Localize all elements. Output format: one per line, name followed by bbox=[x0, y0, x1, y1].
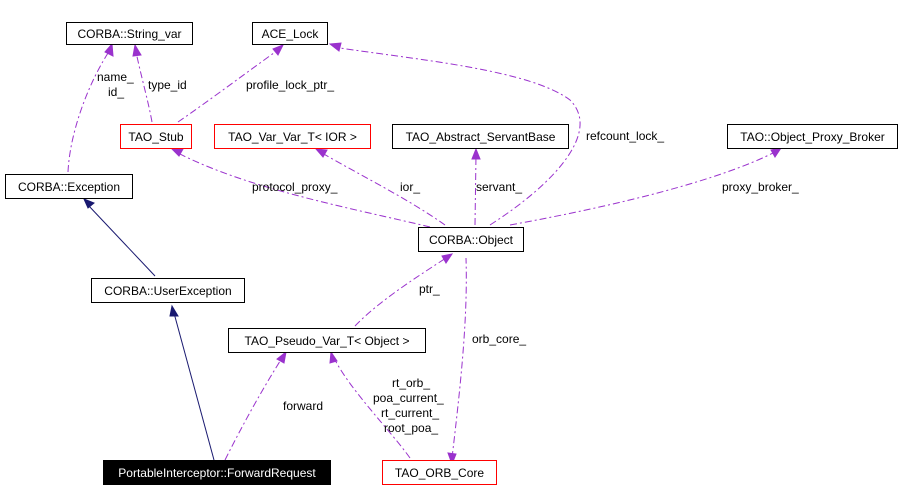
edge-stub-to-stringvar bbox=[135, 51, 153, 123]
edge-label-ior: ior_ bbox=[400, 180, 420, 194]
node-label: TAO_Stub bbox=[128, 130, 183, 144]
edge-label-ptr: ptr_ bbox=[419, 282, 440, 296]
edge-orbcore-to-pseudovar bbox=[333, 357, 411, 459]
edge-userexception-to-exception bbox=[87, 204, 156, 277]
node-label: TAO::Object_Proxy_Broker bbox=[740, 130, 885, 144]
node-corba-object[interactable]: CORBA::Object bbox=[418, 227, 524, 252]
node-box bbox=[66, 22, 193, 45]
edge-forwardrequest-to-pseudovar bbox=[224, 357, 283, 461]
edge-object-to-stub bbox=[177, 152, 431, 228]
node-box bbox=[418, 227, 524, 252]
node-ace-lock[interactable]: ACE_Lock bbox=[252, 22, 328, 45]
node-tao-var-var-ior[interactable]: TAO_Var_Var_T< IOR > bbox=[214, 124, 371, 149]
node-tao-stub[interactable]: TAO_Stub bbox=[120, 124, 192, 149]
node-tao-pseudo-var-object[interactable]: TAO_Pseudo_Var_T< Object > bbox=[228, 328, 426, 353]
node-box bbox=[727, 124, 898, 149]
edge-label-profile-lock-ptr: profile_lock_ptr_ bbox=[246, 78, 334, 92]
nodes: CORBA::String_var ACE_Lock TAO_Stub TAO_… bbox=[5, 22, 898, 485]
node-label: CORBA::UserException bbox=[104, 284, 231, 298]
arrowhead-uses bbox=[770, 147, 783, 158]
arrowhead-uses bbox=[272, 44, 285, 56]
node-label: TAO_Abstract_ServantBase bbox=[406, 130, 556, 144]
node-label: ACE_Lock bbox=[262, 27, 320, 41]
edge-label-name: name_ bbox=[97, 70, 134, 84]
node-label: CORBA::String_var bbox=[77, 27, 181, 41]
node-box bbox=[392, 124, 569, 149]
edge-stub-to-acelock bbox=[177, 49, 279, 123]
node-corba-userexception[interactable]: CORBA::UserException bbox=[91, 278, 245, 303]
node-box bbox=[214, 124, 371, 149]
node-label: TAO_ORB_Core bbox=[395, 466, 484, 480]
edge-exception-to-stringvar bbox=[67, 49, 111, 173]
edge-label-id: id_ bbox=[108, 85, 124, 99]
node-label: TAO_Var_Var_T< IOR > bbox=[228, 130, 357, 144]
edge-label-servant: servant_ bbox=[476, 180, 522, 194]
edge-label-rt-orb: rt_orb_ bbox=[392, 376, 430, 390]
node-corba-exception[interactable]: CORBA::Exception bbox=[5, 174, 133, 199]
edge-label-poa-current: poa_current_ bbox=[373, 391, 444, 405]
arrowhead-uses bbox=[447, 452, 457, 466]
arrowhead-inherit bbox=[83, 198, 95, 209]
node-label: PortableInterceptor::ForwardRequest bbox=[118, 466, 316, 480]
arrowhead-uses bbox=[441, 253, 454, 264]
edge-label-root-poa: root_poa_ bbox=[384, 421, 438, 435]
edge-label-protocol-proxy: protocol_proxy_ bbox=[252, 180, 338, 194]
edge-labels: name_ id_ type_id profile_lock_ptr_ refc… bbox=[97, 70, 799, 435]
edge-object-to-acelock bbox=[339, 47, 581, 226]
edge-forwardrequest-to-userexception bbox=[173, 312, 215, 461]
node-tao-object-proxy-broker[interactable]: TAO::Object_Proxy_Broker bbox=[727, 124, 898, 149]
arrowhead-inherit bbox=[169, 304, 179, 317]
edge-object-to-proxybroker bbox=[509, 151, 776, 226]
edge-object-to-servant bbox=[474, 154, 477, 226]
node-box bbox=[103, 460, 331, 485]
node-label: CORBA::Object bbox=[429, 233, 514, 247]
node-tao-orb-core[interactable]: TAO_ORB_Core bbox=[382, 460, 497, 485]
edge-label-forward: forward bbox=[283, 399, 323, 413]
edge-label-orb-core: orb_core_ bbox=[472, 332, 526, 346]
edge-label-proxy-broker: proxy_broker_ bbox=[722, 180, 799, 194]
arrowhead-uses bbox=[276, 350, 287, 364]
arrowhead-uses bbox=[132, 43, 142, 57]
edge-label-refcount-lock: refcount_lock_ bbox=[586, 129, 664, 143]
arrowhead-uses bbox=[328, 42, 342, 52]
edge-pseudovar-to-object bbox=[354, 257, 447, 327]
node-tao-abstract-servantbase[interactable]: TAO_Abstract_ServantBase bbox=[392, 124, 569, 149]
node-box bbox=[5, 174, 133, 199]
node-box bbox=[382, 460, 497, 485]
arrowhead-uses bbox=[329, 350, 338, 364]
edges bbox=[67, 42, 783, 466]
arrowhead-uses bbox=[314, 148, 328, 158]
arrowhead-uses bbox=[104, 42, 114, 57]
node-portableinterceptor-forwardrequest[interactable]: PortableInterceptor::ForwardRequest bbox=[103, 460, 331, 485]
edge-object-to-varvar bbox=[321, 152, 446, 226]
edge-label-type-id: type_id bbox=[148, 78, 187, 92]
node-box bbox=[228, 328, 426, 353]
node-label: CORBA::Exception bbox=[18, 180, 120, 194]
edge-label-rt-current: rt_current_ bbox=[381, 406, 439, 420]
node-corba-string-var[interactable]: CORBA::String_var bbox=[66, 22, 193, 45]
node-box bbox=[120, 124, 192, 149]
node-box bbox=[252, 22, 328, 45]
arrowhead-uses bbox=[471, 147, 481, 160]
node-box bbox=[91, 278, 245, 303]
edge-orbcore-to-object bbox=[451, 257, 467, 459]
node-label: TAO_Pseudo_Var_T< Object > bbox=[245, 334, 410, 348]
